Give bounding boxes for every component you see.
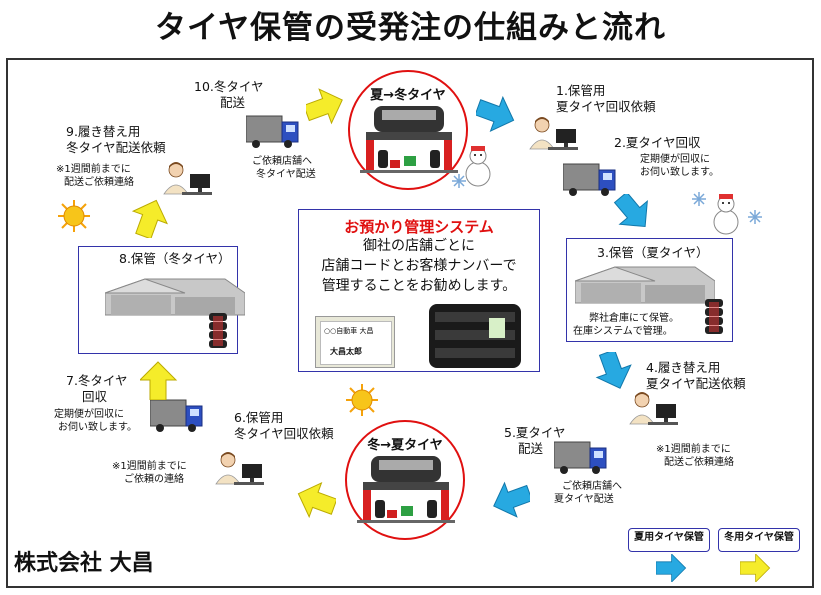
summer-to-winter-label: 夏→冬タイヤ [370,88,446,103]
center-line-2: 店舗コードとお客様ナンバーで [321,258,517,274]
tag-line-1: ○○自動車 大昌 [324,327,374,335]
step-6-note-2: ご依頼の連絡 [124,474,184,485]
sun-icon [346,384,378,416]
operator-person-icon [163,161,213,196]
step-4-label-line-2: 夏タイヤ配送依頼 [646,376,746,391]
legend-winter-arrow [740,554,771,582]
summer-flow-arrow [490,478,530,518]
car-lift-icon [357,456,455,523]
step-7-label-line-1: 7.冬タイヤ [66,373,128,388]
step-4-note-2: 配送ご依頼連絡 [664,457,734,468]
center-title: お預かり管理システム [344,218,494,236]
step-1-label-line-1: 1.保管用 [556,83,606,98]
summer-to-winter-circle: 夏→冬タイヤ [348,70,468,190]
warehouse-icon [575,266,715,304]
sun-icon [58,200,90,232]
legend-winter-label: 冬用タイヤ保管 [724,532,794,543]
summer-flow-arrow [592,352,632,392]
warehouse-icon [105,278,245,316]
truck-icon [554,441,607,475]
center-system-box: お預かり管理システム 御社の店舗ごとに 店舗コードとお客様ナンバーで 管理するこ… [298,209,540,372]
center-line-1: 御社の店舗ごとに [363,238,475,254]
legend-summer: 夏用タイヤ保管 [628,528,710,552]
car-lift-icon [360,106,458,173]
step-10-label-line-2: 配送 [220,95,246,110]
snowflake-icon [452,174,466,188]
summer-flow-arrow [476,96,516,136]
snowflake-icon [692,192,706,206]
tag-line-2: 大昌太郎 [330,347,362,356]
step-9-note-1: ※1週間前までに [56,164,131,175]
step-2-note-1: 定期便が回収に [640,154,710,165]
step-6-label-line-1: 6.保管用 [234,410,284,425]
diagram-frame [6,58,814,588]
tire-stack-icon [209,313,227,348]
company-name: 株式会社 大昌 [14,551,154,576]
legend-summer-arrow [656,554,687,582]
step-10-note-1: ご依頼店舗へ [252,156,312,167]
page-title: タイヤ保管の受発注の仕組みと流れ [154,10,667,46]
legend-summer-label: 夏用タイヤ保管 [634,532,704,543]
step-5-label-line-2: 配送 [518,441,544,456]
step-4-note-1: ※1週間前までに [656,444,731,455]
winter-to-summer-circle: 冬→夏タイヤ [345,420,465,540]
winter-flow-arrow [296,478,336,518]
step-9-label-line-1: 9.履き替え用 [66,124,141,139]
winter-storage-box: 8.保管（冬タイヤ） [78,246,245,354]
step-3-note-2: 在庫システムで管理。 [573,326,673,337]
step-5-note-1: ご依頼店舗へ [562,481,622,492]
winter-flow-arrow [306,88,346,128]
step-3-label: 3.保管（夏タイヤ） [597,245,709,260]
winter-flow-arrow [132,198,172,238]
step-7-label-line-2: 回収 [82,389,108,404]
step-7-note-1: 定期便が回収に [54,409,124,420]
step-5-label-line-1: 5.夏タイヤ [504,425,566,440]
snowman-icon [713,194,739,235]
truck-icon [246,115,299,149]
step-7-note-2: お伺い致します。 [58,422,137,433]
step-6-label-line-2: 冬タイヤ回収依頼 [234,426,334,441]
step-8-label: 8.保管（冬タイヤ） [119,251,231,266]
operator-person-icon [529,116,579,151]
step-1-label-line-2: 夏タイヤ回収依頼 [556,99,656,114]
winter-to-summer-label: 冬→夏タイヤ [367,438,443,453]
tire-stack-photo [429,304,521,368]
snowflake-icon [748,210,762,224]
step-10-label-line-1: 10.冬タイヤ [194,79,264,94]
step-6-note-1: ※1週間前までに [112,461,187,472]
summer-flow-arrow [612,194,652,234]
step-2-note-2: お伺い致します。 [640,167,719,178]
center-line-3: 管理することをお勧めします。 [321,278,517,294]
summer-storage-box: 3.保管（夏タイヤ） 弊社倉庫にて保管。 在庫システムで管理。 [566,238,733,342]
legend-winter: 冬用タイヤ保管 [718,528,800,552]
step-9-note-2: 配送ご依頼連絡 [64,177,134,188]
step-2-label: 2.夏タイヤ回収 [614,135,701,150]
tire-stack-icon [705,299,723,334]
truck-icon [150,399,203,433]
step-4-label-line-1: 4.履き替え用 [646,360,721,375]
tire-tag-photo: ○○自動車 大昌 大昌太郎 [315,316,395,368]
operator-person-icon [629,391,679,426]
step-10-note-2: 冬タイヤ配送 [256,169,316,180]
winter-flow-arrow [140,361,177,400]
step-5-note-2: 夏タイヤ配送 [554,494,614,505]
operator-person-icon [215,451,265,486]
step-3-note-1: 弊社倉庫にて保管。 [589,313,679,324]
truck-icon [563,163,616,197]
step-9-label-line-2: 冬タイヤ配送依頼 [66,140,166,155]
